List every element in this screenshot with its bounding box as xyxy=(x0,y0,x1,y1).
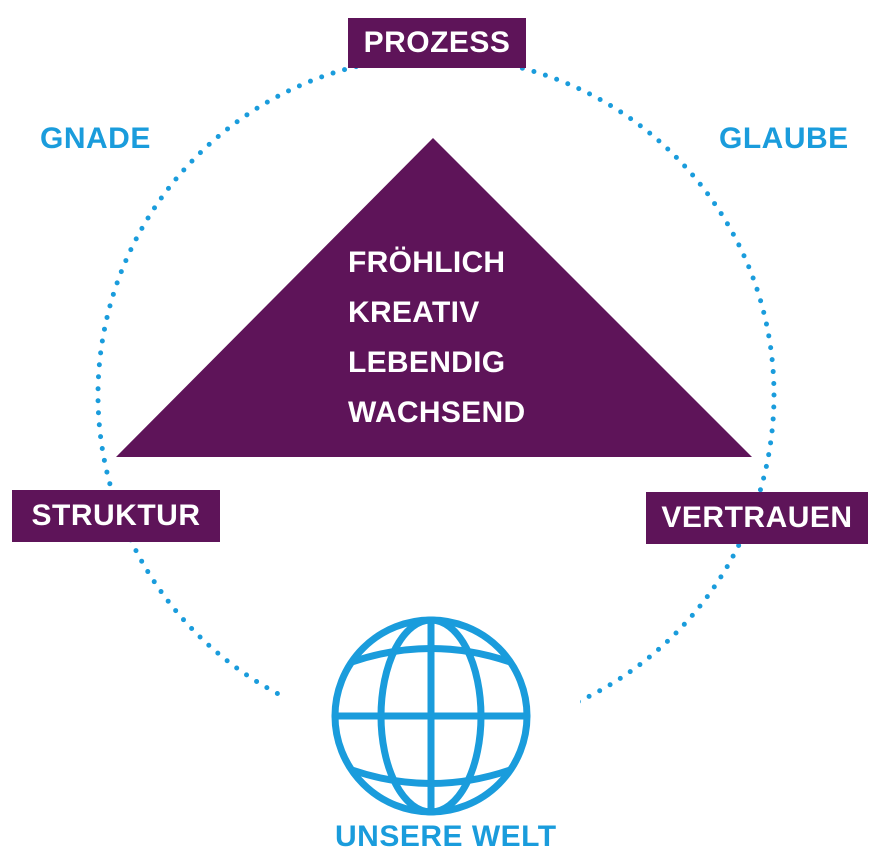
arc-label-glaube: GLAUBE xyxy=(719,122,849,155)
triangle-word: LEBENDIG xyxy=(348,346,506,379)
triangle-word: FRÖHLICH xyxy=(348,246,506,279)
node-vertrauen-label: VERTRAUEN xyxy=(661,501,853,534)
node-prozess-label: PROZESS xyxy=(363,26,511,59)
bottom-label-unsere-welt: UNSERE WELT xyxy=(335,820,557,853)
node-vertrauen: VERTRAUEN xyxy=(646,492,868,544)
central-triangle xyxy=(116,138,752,457)
node-struktur: STRUKTUR xyxy=(12,490,220,542)
globe-icon xyxy=(280,580,580,840)
dotted-cycle-ring xyxy=(95,54,777,736)
triangle-word: WACHSEND xyxy=(348,396,526,429)
triangle-word-list: FRÖHLICH KREATIV LEBENDIG WACHSEND xyxy=(348,238,525,438)
arc-label-gnade: GNADE xyxy=(40,122,151,155)
node-struktur-label: STRUKTUR xyxy=(31,499,201,532)
node-prozess: PROZESS xyxy=(348,18,526,68)
triangle-word: KREATIV xyxy=(348,296,480,329)
